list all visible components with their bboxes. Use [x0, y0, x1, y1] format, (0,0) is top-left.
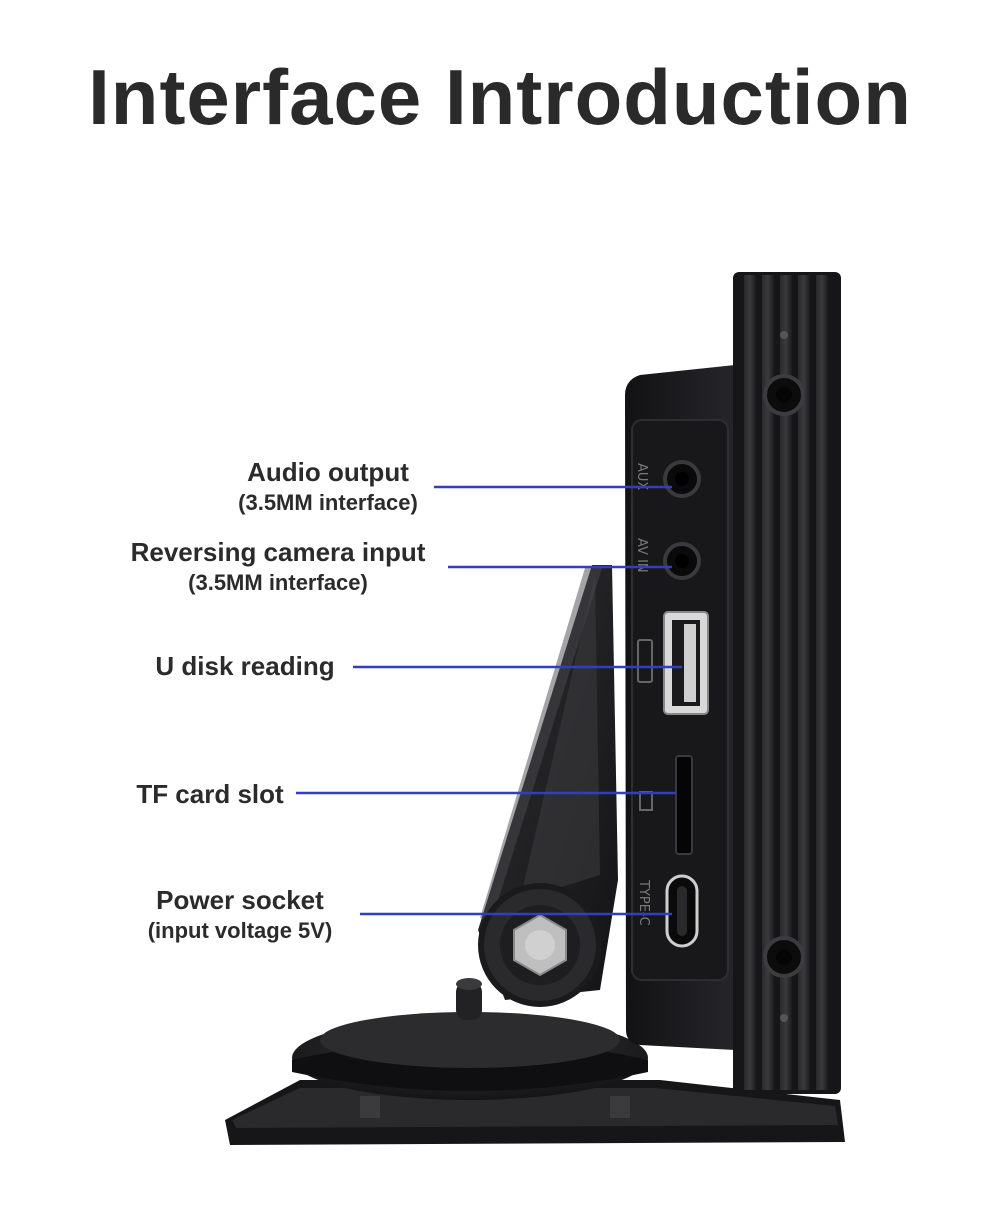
type-c-port: [665, 874, 699, 948]
type-c-mark: TYPE-C: [636, 879, 651, 926]
u-disk-label: U disk reading: [120, 650, 370, 682]
audio-output-port: [663, 460, 701, 498]
av-in-port: [663, 542, 701, 580]
u-disk-title: U disk reading: [155, 651, 335, 681]
mount-base: [292, 1012, 648, 1100]
base-plate: [225, 1080, 845, 1145]
pivot-joint: [478, 883, 602, 1007]
aux-mark: AUX: [634, 463, 649, 490]
reversing-camera-label: Reversing camera input (3.5MM interface): [108, 536, 448, 598]
power-socket-label: Power socket (input voltage 5V): [120, 884, 360, 946]
reversing-camera-subtitle: (3.5MM interface): [188, 570, 368, 595]
audio-output-title: Audio output: [247, 457, 409, 487]
leader-lines: [296, 485, 682, 916]
audio-output-subtitle: (3.5MM interface): [238, 490, 418, 515]
power-socket-subtitle: (input voltage 5V): [147, 918, 333, 943]
reversing-camera-title: Reversing camera input: [130, 537, 426, 567]
audio-output-label: Audio output (3.5MM interface): [208, 456, 448, 518]
av-in-mark: AV IN: [634, 538, 649, 573]
usb-port: [637, 611, 709, 715]
power-socket-title: Power socket: [156, 885, 324, 915]
tf-card-title: TF card slot: [136, 779, 284, 809]
page-title: Interface Introduction: [88, 53, 912, 141]
heatsink: [733, 272, 841, 1094]
adjust-knob: [456, 978, 482, 1020]
tf-card-label: TF card slot: [110, 778, 310, 810]
